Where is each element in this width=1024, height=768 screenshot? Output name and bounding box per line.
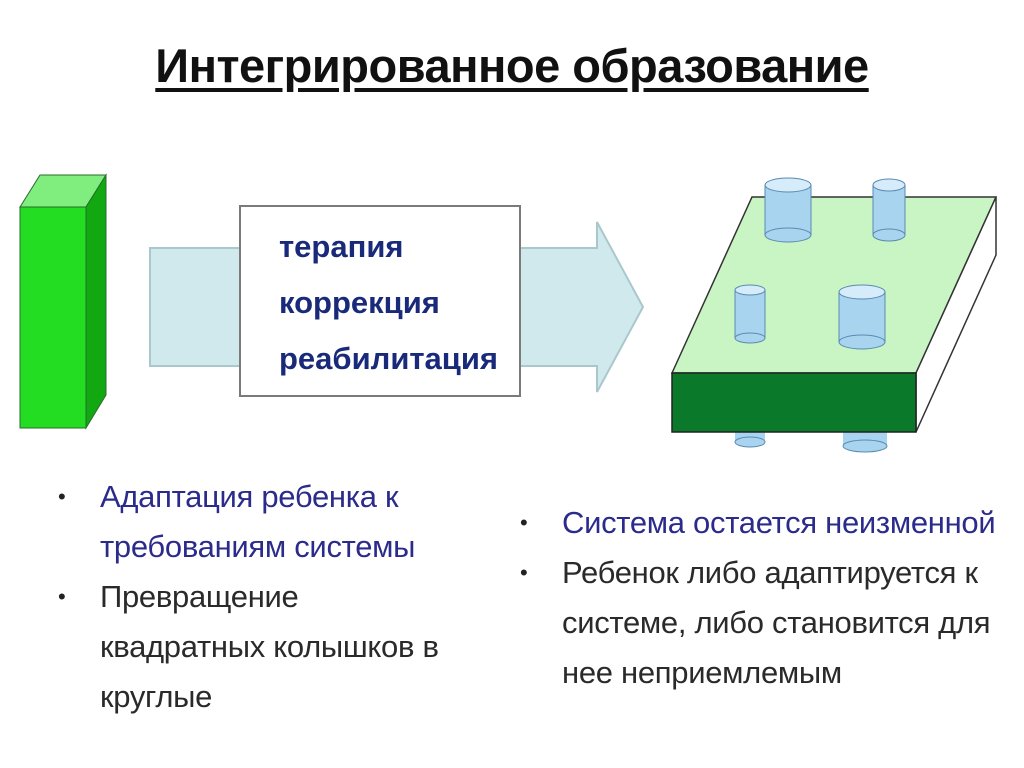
therapy-box: терапия коррекция реабилитация bbox=[239, 205, 521, 397]
cylinder-bottom-right bbox=[842, 432, 888, 453]
cylinder-bottom-left bbox=[734, 430, 766, 448]
left-bullet-adaptation: Адаптация ребенка к требованиям системы bbox=[58, 472, 458, 572]
cylinder-front-left bbox=[734, 284, 766, 344]
round-hole-board bbox=[670, 177, 998, 453]
right-bullet-list: Система остается неизменной Ребенок либо… bbox=[520, 498, 1000, 698]
cylinder-back-left bbox=[764, 177, 812, 243]
right-bullet-child-adapts: Ребенок либо адаптируется к системе, либ… bbox=[520, 548, 1000, 698]
box-line-rehabilitation: реабилитация bbox=[279, 341, 498, 376]
right-bullet-system-unchanged: Система остается неизменной bbox=[520, 498, 1000, 548]
cylinder-front-right bbox=[838, 284, 886, 350]
box-line-therapy: терапия bbox=[279, 229, 403, 264]
square-peg-block bbox=[19, 173, 107, 430]
cylinder-back-right bbox=[872, 178, 906, 242]
left-bullet-list: Адаптация ребенка к требованиям системы … bbox=[58, 472, 458, 722]
left-bullet-square-pegs: Превращение квадратных колышков в круглы… bbox=[58, 572, 458, 722]
page-title: Интегрированное образование bbox=[155, 39, 869, 92]
box-line-correction: коррекция bbox=[279, 285, 440, 320]
